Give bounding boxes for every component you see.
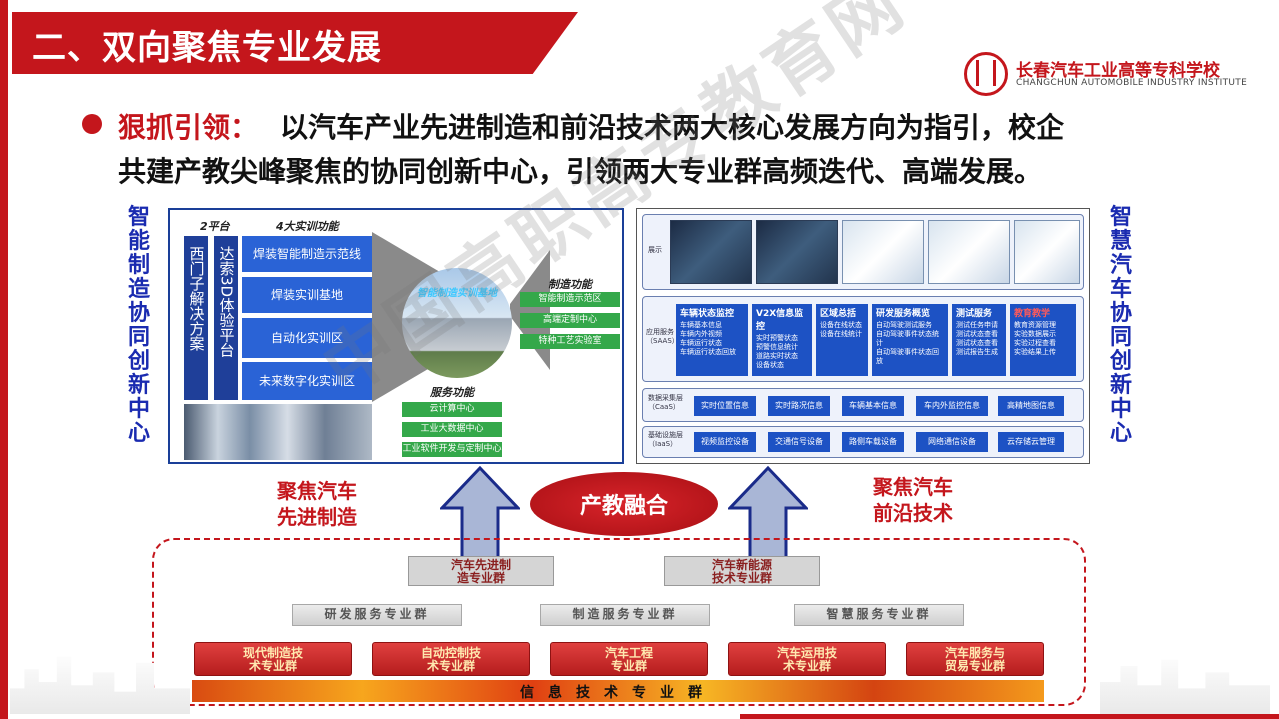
platform-siemens: 西门子解决方案 [184,236,208,400]
iaas-item: 云存储云管理 [998,432,1064,452]
training-room-photo [184,404,372,460]
base-group: 汽车工程专业群 [550,642,708,676]
service-band: 研发服务专业群 [292,604,462,626]
function-title: 4大实训功能 [276,220,339,233]
layer-label: 数据采集层（CaaS） [648,394,683,411]
saas-module: 教育教学 教育资源管理实验数据展示实验过程查看实验结果上传 [1010,304,1076,376]
it-group-label: 信息技术专业群 [520,685,716,701]
saas-module: 车辆状态监控 车辆基本信息车辆内外视频车辆运行状态车辆运行状态回放 [676,304,748,376]
manufacturing-item: 特种工艺实验室 [520,334,620,349]
manufacturing-item: 智能制造示范区 [520,292,620,307]
saas-module: 测试服务 测试任务申请测试状态查看测试状态查看测试报告生成 [952,304,1006,376]
training-base-label: 智能制造实训基地 [417,288,497,299]
fire-band [192,680,1044,702]
saas-module: 区域总括 设备在线状态设备在线统计 [816,304,868,376]
platform-dassault: 达索3D体验平台 [214,236,238,400]
focus-frontier: 聚焦汽车前沿技术 [873,475,953,525]
dashboard-screenshot [670,220,752,284]
fusion-label: 产教融合 [579,494,668,519]
caas-item: 车辆基本信息 [842,396,904,416]
service-item: 云计算中心 [402,402,502,417]
service-item: 工业大数据中心 [402,422,502,437]
dashboard-screenshot [1014,220,1080,284]
service-band: 制造服务专业群 [540,604,710,626]
school-logo-inner [976,60,996,86]
iaas-item: 网络通信设备 [916,432,988,452]
iaas-item: 视频监控设备 [694,432,756,452]
base-group: 汽车服务与贸易专业群 [906,642,1044,676]
service-band: 智慧服务专业群 [794,604,964,626]
bottom-accent [740,714,1279,719]
school-name-en: CHANGCHUN AUTOMOBILE INDUSTRY INSTITUTE [1016,78,1248,88]
group-container [152,538,1086,706]
function-item: 未来数字化实训区 [242,362,372,400]
caas-item: 车内外监控信息 [916,396,988,416]
school-logo-icon [964,52,1008,96]
city-skyline-right [1100,659,1270,714]
right-center-label: 智慧汽车协同创新中心 [1109,205,1132,446]
caas-item: 实时位置信息 [694,396,756,416]
layer-label: 展示 [648,246,662,254]
focus-manufacturing: 聚焦汽车先进制造 [277,479,357,529]
top-group: 汽车先进制造专业群 [408,556,554,586]
dashboard-screenshot [928,220,1010,284]
manufacturing-item: 高端定制中心 [520,313,620,328]
caas-item: 实时路况信息 [768,396,830,416]
top-group: 汽车新能源技术专业群 [664,556,820,586]
layer-label: 基础设施层（IaaS） [648,431,683,448]
title-band [12,12,578,74]
training-base-photo [402,268,512,378]
base-group: 自动控制技术专业群 [372,642,530,676]
iaas-item: 路侧车载设备 [842,432,904,452]
bullet-dot [82,114,102,134]
platform-title: 2平台 [200,220,230,233]
function-item: 焊装智能制造示范线 [242,236,372,272]
saas-module: 研发服务概览 自动驾驶测试服务自动驾驶事件状态统计自动驾驶事件状态回放 [872,304,948,376]
service-title: 服务功能 [430,386,474,399]
dashboard-screenshot [842,220,924,284]
left-center-label: 智能制造协同创新中心 [127,205,150,446]
base-group: 汽车运用技术专业群 [728,642,886,676]
bullet-text-line1: 以汽车产业先进制造和前沿技术两大核心发展方向为指引，校企 [280,111,1065,144]
left-accent-bar [0,0,8,719]
base-group: 现代制造技术专业群 [194,642,352,676]
school-name: 长春汽车工业高等专科学校 [1016,61,1220,81]
slide-title: 二、双向聚焦专业发展 [32,28,382,68]
fusion-ellipse [530,472,718,536]
layer-label: 应用服务（SAAS） [646,328,679,345]
bullet-keyword: 狠抓引领： [118,111,259,144]
service-item: 工业软件开发与定制中心 [402,442,502,457]
function-item: 焊装实训基地 [242,277,372,313]
saas-module: V2X信息监控 实时预警状态预警信息统计道路实时状态设备状态 [752,304,812,376]
bullet-text-line2: 共建产教尖峰聚焦的协同创新中心，引领两大专业群高频迭代、高端发展。 [118,155,1043,188]
function-item: 自动化实训区 [242,318,372,358]
manufacturing-title: 制造功能 [548,278,592,291]
caas-item: 高精地图信息 [998,396,1064,416]
iaas-item: 交通信号设备 [768,432,830,452]
dashboard-screenshot [756,220,838,284]
